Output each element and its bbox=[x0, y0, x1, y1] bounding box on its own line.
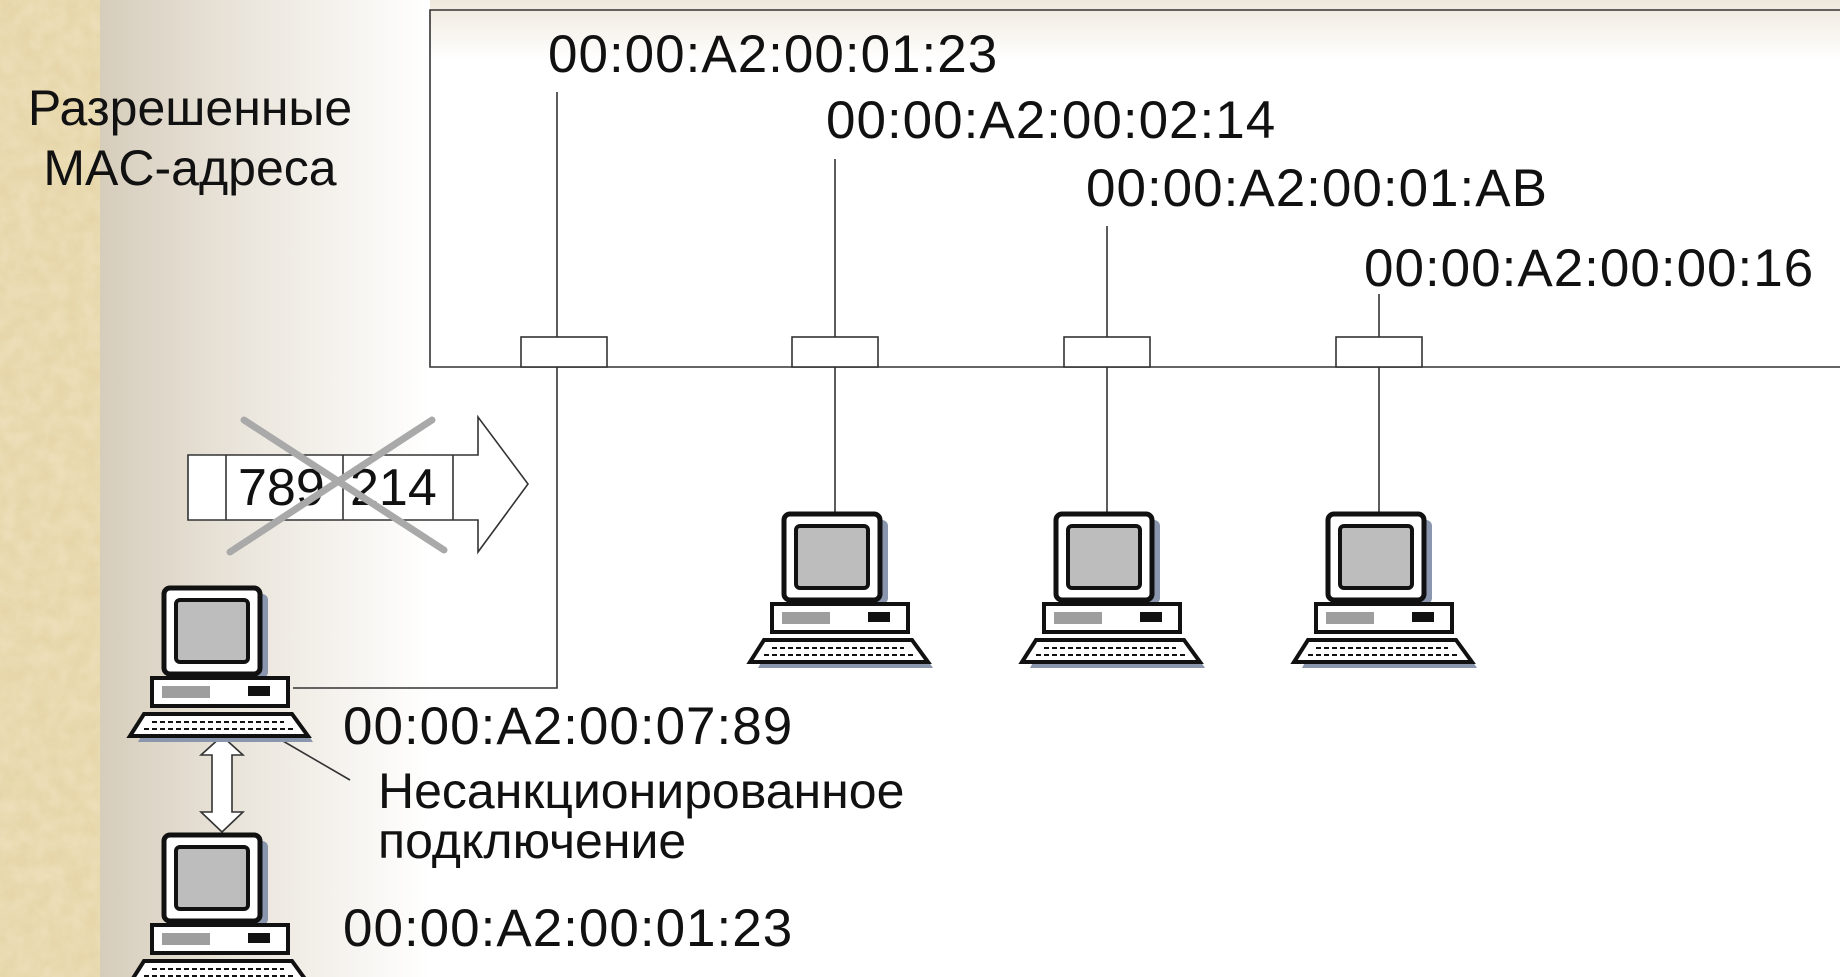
title-line-2: MAC-адреса bbox=[43, 140, 337, 196]
intruder-mac: 00:00:A2:00:07:89 bbox=[343, 697, 794, 756]
port-4 bbox=[1335, 336, 1423, 368]
computer-2 bbox=[750, 514, 933, 668]
intruder-cable bbox=[293, 367, 558, 689]
intruder-computer bbox=[130, 588, 313, 742]
intruder-label-line-2: подключение bbox=[378, 813, 687, 869]
spoofed-mac: 00:00:A2:00:01:23 bbox=[343, 899, 794, 958]
allowed-mac-4: 00:00:A2:00:00:16 bbox=[1364, 239, 1815, 298]
allowed-mac-2: 00:00:A2:00:02:14 bbox=[826, 91, 1277, 150]
title-line-1: Разрешенные bbox=[27, 80, 353, 136]
intruder-label-line-1: Несанкционированное bbox=[378, 763, 905, 819]
frame-field-source: 789 bbox=[238, 459, 325, 517]
spoofed-computer bbox=[130, 835, 313, 977]
intruder-label: Несанкционированное подключение bbox=[378, 766, 904, 866]
frame-field-dest: 214 bbox=[350, 459, 437, 517]
allowed-mac-1: 00:00:A2:00:01:23 bbox=[548, 25, 999, 84]
allowed-mac-3: 00:00:A2:00:01:AB bbox=[1086, 159, 1548, 218]
port-2 bbox=[791, 336, 879, 368]
double-arrow bbox=[198, 734, 246, 834]
port-3 bbox=[1063, 336, 1151, 368]
port-1 bbox=[520, 336, 608, 368]
title: Разрешенные MAC-адреса bbox=[10, 78, 370, 198]
computer-4 bbox=[1294, 514, 1477, 668]
computer-3 bbox=[1022, 514, 1205, 668]
